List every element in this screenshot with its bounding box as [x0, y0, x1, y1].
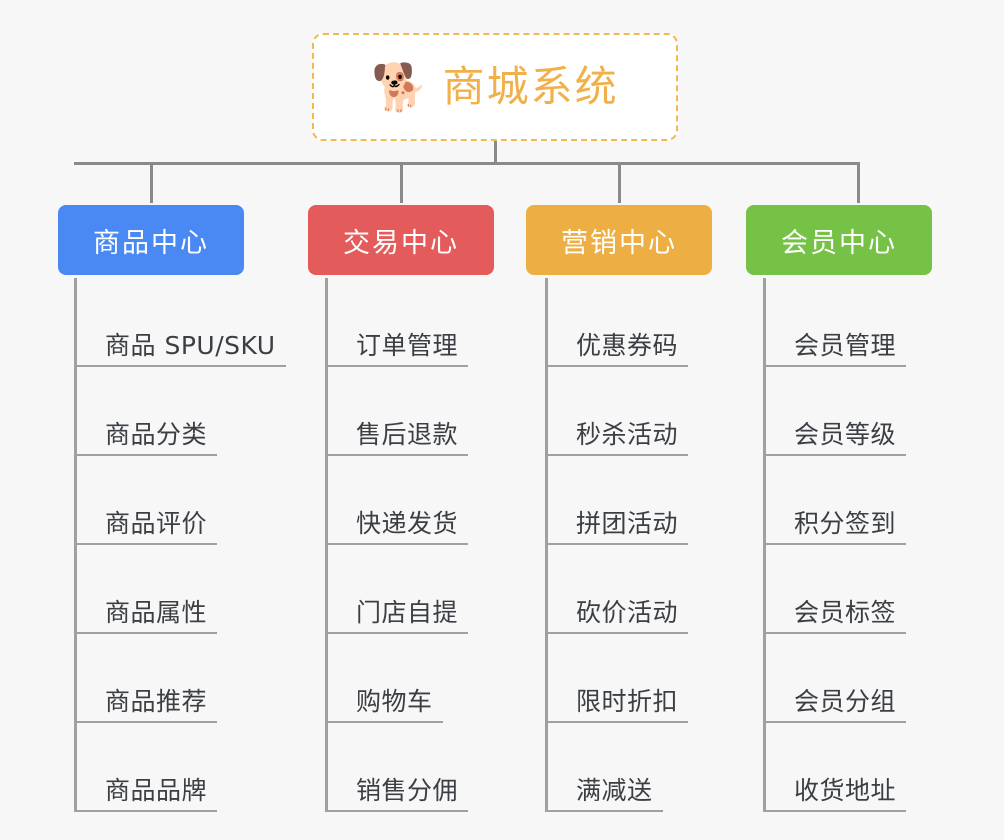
leaf-item-label: 门店自提	[328, 598, 469, 634]
connector-drop-marketing-center	[618, 162, 621, 203]
leaf-item[interactable]: 收货地址	[766, 723, 907, 812]
leaf-item[interactable]: 会员管理	[766, 278, 907, 367]
category-header-label: 营销中心	[561, 227, 677, 259]
branch-product-center: 商品 SPU/SKU 商品分类 商品评价 商品属性 商品推荐 商品品牌	[74, 278, 304, 818]
category-header-product-center[interactable]: 商品中心	[58, 205, 244, 275]
leaf-item-label: 商品品牌	[77, 776, 218, 812]
leaf-item[interactable]: 拼团活动	[548, 456, 689, 545]
leaf-item-label: 砍价活动	[548, 598, 689, 634]
connector-drop-member-center	[857, 162, 860, 203]
branch-member-center: 会员管理 会员等级 积分签到 会员标签 会员分组 收货地址	[763, 278, 993, 818]
leaf-item[interactable]: 门店自提	[328, 545, 469, 634]
leaf-item[interactable]: 商品属性	[77, 545, 218, 634]
leaf-item[interactable]: 优惠券码	[548, 278, 689, 367]
leaf-item-label: 商品评价	[77, 509, 218, 545]
branch-marketing-center: 优惠券码 秒杀活动 拼团活动 砍价活动 限时折扣 满减送	[545, 278, 775, 818]
leaf-item-label: 满减送	[548, 776, 663, 812]
leaf-item[interactable]: 满减送	[548, 723, 663, 812]
leaf-item-label: 会员等级	[766, 420, 907, 456]
leaf-item[interactable]: 快递发货	[328, 456, 469, 545]
root-title: 商城系统	[442, 62, 619, 111]
leaf-item-label: 积分签到	[766, 509, 907, 545]
leaf-item-label: 拼团活动	[548, 509, 689, 545]
branch-spine	[763, 278, 766, 812]
leaf-item-label: 会员分组	[766, 687, 907, 723]
category-header-label: 交易中心	[343, 227, 459, 259]
leaf-item-label: 快递发货	[328, 509, 469, 545]
leaf-item[interactable]: 商品分类	[77, 367, 218, 456]
leaf-item[interactable]: 购物车	[328, 634, 443, 723]
category-header-label: 商品中心	[93, 227, 209, 259]
leaf-item-label: 收货地址	[766, 776, 907, 812]
leaf-item-label: 订单管理	[328, 331, 469, 367]
branch-spine	[325, 278, 328, 812]
leaf-item-label: 限时折扣	[548, 687, 689, 723]
connector-drop-product-center	[150, 162, 153, 203]
leaf-item-label: 优惠券码	[548, 331, 689, 367]
leaf-item[interactable]: 订单管理	[328, 278, 469, 367]
leaf-item[interactable]: 限时折扣	[548, 634, 689, 723]
leaf-item-label: 销售分佣	[328, 776, 469, 812]
leaf-item[interactable]: 商品推荐	[77, 634, 218, 723]
leaf-item-label: 商品 SPU/SKU	[77, 331, 286, 367]
leaf-item[interactable]: 商品 SPU/SKU	[77, 278, 286, 367]
branch-trade-center: 订单管理 售后退款 快递发货 门店自提 购物车 销售分佣	[325, 278, 555, 818]
leaf-item[interactable]: 会员等级	[766, 367, 907, 456]
leaf-item[interactable]: 售后退款	[328, 367, 469, 456]
category-header-label: 会员中心	[781, 227, 897, 259]
shiba-dog-face-icon: 🐕	[371, 60, 429, 114]
leaf-item[interactable]: 会员分组	[766, 634, 907, 723]
leaf-item-label: 商品属性	[77, 598, 218, 634]
branch-spine	[545, 278, 548, 812]
leaf-item-label: 会员管理	[766, 331, 907, 367]
leaf-item[interactable]: 会员标签	[766, 545, 907, 634]
category-header-trade-center[interactable]: 交易中心	[308, 205, 494, 275]
leaf-item[interactable]: 商品评价	[77, 456, 218, 545]
leaf-item[interactable]: 砍价活动	[548, 545, 689, 634]
leaf-item[interactable]: 商品品牌	[77, 723, 218, 812]
leaf-item[interactable]: 秒杀活动	[548, 367, 689, 456]
root-node[interactable]: 🐕 商城系统	[312, 33, 678, 141]
connector-drop-trade-center	[400, 162, 403, 203]
category-header-marketing-center[interactable]: 营销中心	[526, 205, 712, 275]
leaf-item-label: 售后退款	[328, 420, 469, 456]
leaf-item-label: 秒杀活动	[548, 420, 689, 456]
leaf-item-label: 会员标签	[766, 598, 907, 634]
leaf-item-label: 商品分类	[77, 420, 218, 456]
leaf-item-label: 购物车	[328, 687, 443, 723]
category-header-member-center[interactable]: 会员中心	[746, 205, 932, 275]
connector-root-stem	[494, 141, 497, 165]
leaf-item[interactable]: 积分签到	[766, 456, 907, 545]
branch-spine	[74, 278, 77, 812]
leaf-item[interactable]: 销售分佣	[328, 723, 469, 812]
leaf-item-label: 商品推荐	[77, 687, 218, 723]
connector-trunk-bar	[74, 162, 860, 165]
